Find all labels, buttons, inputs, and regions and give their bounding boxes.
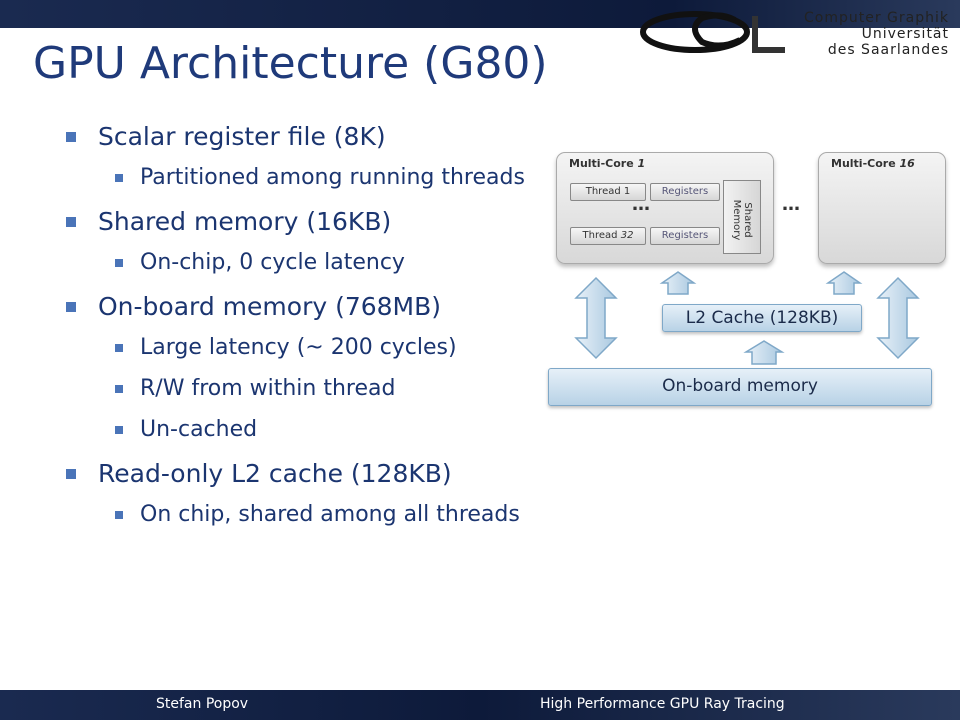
sub-bullet-item: On-chip, 0 cycle latency — [60, 248, 540, 278]
bidirectional-arrow-right — [876, 276, 920, 360]
bullet-marker — [115, 344, 123, 352]
sub-bullet-text: R/W from within thread — [140, 376, 396, 401]
bullet-marker — [115, 259, 123, 267]
shared-memory-label: Shared Memory — [731, 199, 753, 241]
up-arrow-memory — [743, 340, 785, 365]
thread-32: Thread 32 — [570, 227, 646, 245]
university-logo: Computer Graphik Universität des Saarlan… — [640, 6, 955, 58]
bullet-marker — [115, 426, 123, 434]
footer-bar: Stefan Popov High Performance GPU Ray Tr… — [0, 690, 960, 720]
shared-memory-block: Shared Memory — [723, 180, 761, 254]
bullet-marker — [66, 469, 76, 479]
multicore-16-box: Multi-Core 16 — [818, 152, 946, 264]
sub-bullet-item: R/W from within thread — [60, 374, 540, 404]
onboard-memory-block: On-board memory — [548, 368, 932, 406]
sub-bullet-item: Partitioned among running threads — [60, 163, 540, 193]
top-bar — [0, 0, 960, 28]
sub-bullet-text: Large latency (~ 200 cycles) — [140, 335, 457, 360]
bullet-item: Scalar register file (8K) — [60, 122, 540, 152]
logo-line-3: des Saarlandes — [827, 42, 949, 58]
sub-bullet-text: On-chip, 0 cycle latency — [140, 250, 405, 275]
bullet-item: Shared memory (16KB) — [60, 207, 540, 237]
registers-1: Registers — [650, 183, 720, 201]
sub-bullet-text: Partitioned among running threads — [140, 165, 525, 190]
up-arrow-l2-left — [659, 271, 697, 295]
bullet-item: Read-only L2 cache (128KB) — [60, 459, 540, 489]
bidirectional-arrow-left — [574, 276, 618, 360]
bullet-text: Scalar register file (8K) — [98, 122, 386, 151]
bullet-marker — [115, 511, 123, 519]
bullet-marker — [66, 217, 76, 227]
sub-bullet-item: Large latency (~ 200 cycles) — [60, 333, 540, 363]
footer-author: Stefan Popov — [156, 696, 249, 712]
sub-bullet-text: Un-cached — [140, 417, 258, 442]
bullet-text: On-board memory (768MB) — [98, 292, 442, 321]
bullet-marker — [66, 302, 76, 312]
bullet-text: Shared memory (16KB) — [98, 207, 392, 236]
sub-bullet-item: On chip, shared among all threads — [60, 500, 540, 530]
bullet-marker — [115, 385, 123, 393]
multicore-1-label: Multi-Core 1 — [569, 157, 646, 170]
thread-ellipsis: … — [632, 194, 650, 215]
bullet-item: On-board memory (768MB) — [60, 292, 540, 322]
up-arrow-l2-right — [825, 271, 863, 295]
bullet-marker — [115, 174, 123, 182]
logo-line-1: Computer Graphik — [804, 10, 949, 26]
logo-line-2: Universität — [861, 26, 949, 42]
multicore-ellipsis: … — [782, 194, 800, 215]
multicore-16-label: Multi-Core 16 — [831, 157, 915, 170]
bullet-text: Read-only L2 cache (128KB) — [98, 459, 452, 488]
bullet-marker — [66, 132, 76, 142]
sub-bullet-item: Un-cached — [60, 415, 540, 445]
thread-1: Thread 1 — [570, 183, 646, 201]
l2-cache-block: L2 Cache (128KB) — [662, 304, 862, 332]
bullet-list: Scalar register file (8K) Partitioned am… — [60, 122, 540, 530]
cg-logo-mark — [640, 11, 785, 53]
registers-32: Registers — [650, 227, 720, 245]
page-title: GPU Architecture (G80) — [33, 38, 548, 89]
sub-bullet-text: On chip, shared among all threads — [140, 502, 520, 527]
footer-talk-title: High Performance GPU Ray Tracing — [540, 696, 785, 712]
